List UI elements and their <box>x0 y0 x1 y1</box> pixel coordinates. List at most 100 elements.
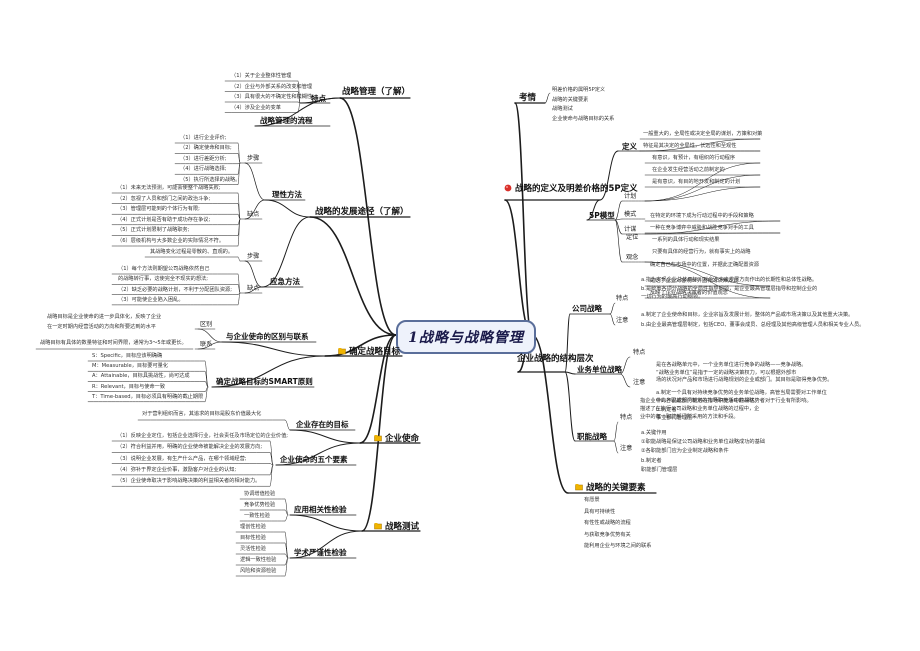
line-plan <box>614 200 623 221</box>
node-5p-model[interactable]: 5P模型 <box>589 211 615 220</box>
branch-strategic-goals[interactable]: 确定战略目标 <box>338 347 400 357</box>
central-topic[interactable]: 1战略与战略管理 <box>396 320 536 354</box>
mgmt-feature-item: （1）关于企业整体性管理 <box>231 73 292 79</box>
branch-line-key <box>531 334 569 494</box>
node-goal-mission-relation[interactable]: 与企业使命的区别与联系 <box>226 332 309 341</box>
line-rel <box>221 341 326 357</box>
key-element: 有性性或战略的流程 <box>584 520 631 526</box>
line-ploy <box>614 219 623 235</box>
mgmt-feature-item: （4）涉及企业的变革 <box>231 104 281 111</box>
exam-topic: 战略测试 <box>552 106 573 112</box>
node-business-strategy[interactable]: 业务单位战略 <box>577 365 622 374</box>
label-weaknesses[interactable]: 缺点 <box>247 211 260 218</box>
mgmt-feature-item: （2）企业与外部关系的改变和管理 <box>231 83 313 90</box>
label-perspective[interactable]: 观念 <box>626 254 639 261</box>
node-rational-approach[interactable]: 理性方法 <box>272 190 302 199</box>
mgmt-feature-item-connector <box>297 102 301 113</box>
business-note: 什么产品或服务能够在市场中竞争中获得优势者对于行业有所影响。 <box>656 398 812 405</box>
node-five-elements[interactable]: 企业使命的五个要素 <box>280 455 348 464</box>
node-academic-tests[interactable]: 学术严谨性检验 <box>294 548 347 557</box>
branch-definition-5p[interactable]: 战略的定义及明差价格的5P定义 <box>504 184 638 194</box>
node-features[interactable]: 特点 <box>311 94 326 103</box>
rational-weakness: （3）管理层可能到的个体行为有限; <box>117 206 200 213</box>
branch-strategic-tests[interactable]: 战略测试 <box>374 522 419 532</box>
label-biz-note[interactable]: 注意 <box>633 379 646 386</box>
emergent-step-connector <box>237 256 241 262</box>
definition-text: 一般重大的，全局性或决定全局的谋划，方策和对策 <box>643 131 763 137</box>
label-func-features[interactable]: 特点 <box>620 414 633 421</box>
academic-test: 逻辑一致性检验 <box>240 557 277 563</box>
smart-item-connector <box>204 386 209 403</box>
node-application-tests[interactable]: 应用相关性检验 <box>294 505 347 514</box>
line-acad-tests <box>289 530 363 559</box>
corporate-note: a.制定了企业使命和目标，企业宗旨及发展计划，整体的产品或市场决策以及其他重大决… <box>641 312 854 318</box>
ploy-item-connector <box>644 220 781 235</box>
node-smart-principle[interactable]: 确定战略目标的SMART原则 <box>216 377 313 386</box>
label-difference[interactable]: 区别 <box>200 321 213 328</box>
label-plan[interactable]: 计划 <box>624 193 637 200</box>
plan-item: 在企业发生经营活动之前制定的 <box>652 167 725 173</box>
rational-step-connector <box>237 153 241 164</box>
exam-topic: 企业使命与战略目标的关系 <box>552 115 615 122</box>
line-emergent <box>261 216 311 288</box>
node-mission-goal[interactable]: 企业存在的目标 <box>296 420 349 429</box>
rational-weakness: （6）层级机构与大多数企业的实际情况不符。 <box>117 238 225 244</box>
folder-icon <box>338 347 346 355</box>
node-corporate-strategy[interactable]: 公司战略 <box>572 304 602 313</box>
application-test: 协调增值检验 <box>244 491 276 497</box>
application-test: 一致性检验 <box>244 513 270 519</box>
rational-weakness-connector <box>237 192 241 220</box>
branch-line-mission <box>359 334 397 444</box>
line-five <box>275 442 361 466</box>
line-steps <box>244 162 266 201</box>
application-test-connector <box>284 514 289 522</box>
node-emergent-approach[interactable]: 应急方法 <box>270 277 300 286</box>
label-func-note[interactable]: 注意 <box>620 445 633 452</box>
branch-development-paths[interactable]: 战略的发展途径（了解） <box>315 207 409 217</box>
line-mission-goal <box>289 429 361 444</box>
goal-difference-text: 战略目标是企业使命的进一步具体化，反映了企业 <box>47 314 162 320</box>
label-biz-features[interactable]: 特点 <box>633 349 646 356</box>
c2 <box>609 313 616 326</box>
business-feature: 场的状况对产品和市场进行战略规划的企业或部门。其目标是取得竞争优势。 <box>656 377 833 384</box>
label-em-weak[interactable]: 缺点 <box>247 285 260 292</box>
mission-goal-text: 对于营利组织而言，其追求的目标是股东价值最大化 <box>142 411 262 417</box>
rational-step: （2）确定使命和目标; <box>180 145 232 152</box>
rational-weakness: （5）正式计划限制了战略职务; <box>117 227 190 234</box>
node-definition[interactable]: 定义 <box>622 142 637 151</box>
branch-strategic-management[interactable]: 战略管理（了解） <box>342 87 411 97</box>
plan-item: 有意识，有预计，有组织的行动程序 <box>652 155 736 161</box>
central-topic-label: 1战略与战略管理 <box>408 330 524 346</box>
functional-note: ①职能战略是保证公司战略和业务单位战略成功的基础 <box>641 439 765 446</box>
functional-note: a.关键作用 <box>641 430 667 436</box>
emergent-weakness: （2）缺乏必要的战略计划，不利于分配团队资源; <box>118 286 232 293</box>
label-em-steps[interactable]: 步骤 <box>247 253 260 260</box>
branch-strategy-levels[interactable]: 企业战略的结构层次 <box>517 354 594 364</box>
key-element: 有愿景 <box>584 497 600 503</box>
label-corp-note[interactable]: 注意 <box>616 317 629 324</box>
label-steps[interactable]: 步骤 <box>247 155 260 162</box>
smart-item: S：Specific，目标应该明确确 <box>92 353 163 359</box>
rational-step: （1）进行企业评价; <box>180 135 227 141</box>
c5 <box>613 421 619 442</box>
red-dot-icon <box>504 184 512 192</box>
folder-icon <box>374 522 382 530</box>
mgmt-feature-item: （3）具有很大的不确定性和模糊性 <box>231 94 313 100</box>
node-functional-strategy[interactable]: 职能战略 <box>577 432 607 441</box>
plan-item-connector <box>644 186 761 202</box>
academic-test-connector <box>284 557 289 577</box>
perspective-item-connector <box>644 261 771 299</box>
c3 <box>619 356 631 375</box>
branch-mission[interactable]: 企业使命 <box>374 434 419 444</box>
label-corp-features[interactable]: 特点 <box>616 295 629 302</box>
label-pattern[interactable]: 模式 <box>624 211 637 218</box>
branch-exam-overview[interactable]: 考情 <box>519 93 537 103</box>
label-position[interactable]: 定位 <box>626 234 639 241</box>
branch-key-elements[interactable]: 战略的关键要素 <box>575 483 646 493</box>
mgmt-feature-item-connector <box>297 91 301 104</box>
label-ploy[interactable]: 计谋 <box>624 226 637 233</box>
mission-element: （2）符合利益并用，明确的企业使命被能解决企业的发展方向; <box>117 444 263 451</box>
node-mgmt-process[interactable]: 战略管理的流程 <box>260 116 313 125</box>
label-connection[interactable]: 联系 <box>200 341 213 348</box>
position-item: 确定自己在市场中的位置，并据此正确配置资源 <box>650 262 759 268</box>
